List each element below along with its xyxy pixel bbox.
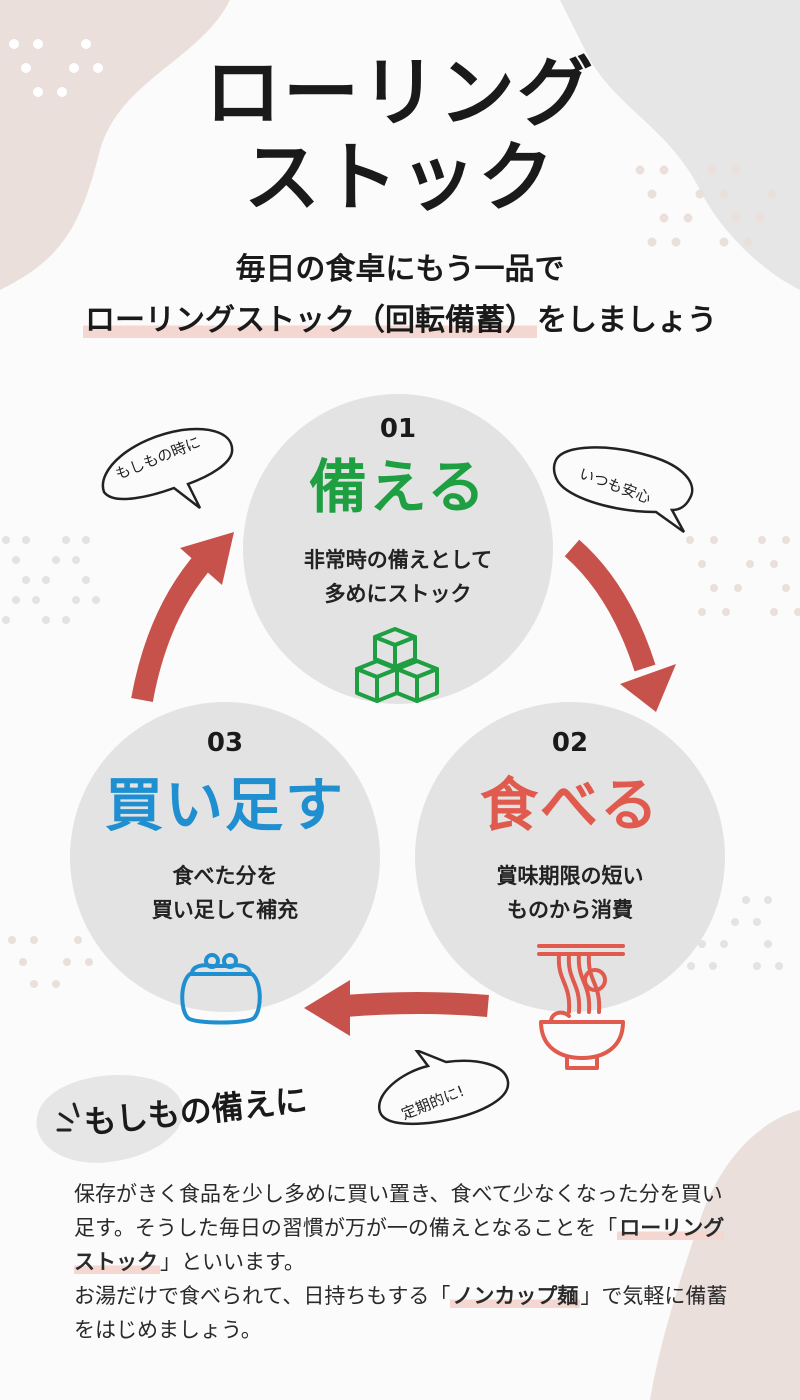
- subtitle-line-2: ローリングストック（回転備蓄）をしましょう: [0, 303, 800, 339]
- emphasis-marks-icon: [56, 1102, 80, 1132]
- highlight-noncup-noodle: ノンカップ麺: [450, 1284, 581, 1309]
- heading-blob: [36, 1074, 184, 1163]
- para2-tail: 」で気軽に備蓄をはじめましょう。: [74, 1284, 728, 1343]
- section-body: 保存がきく食品を少し多めに買い置き、食べて少なくなった分を買い足す。そうした毎日…: [74, 1177, 734, 1347]
- subtitle-highlight: ローリングストック（回転備蓄）: [83, 303, 537, 338]
- title-line-1: ローリング: [205, 48, 595, 137]
- arrow-buy-to-stock: [131, 550, 215, 702]
- corner-blob-top-left: [0, 0, 230, 290]
- para1-tail: 」といいます。: [160, 1250, 305, 1275]
- dots-top-right: [635, 165, 777, 247]
- arrowhead-1: [620, 664, 676, 712]
- step-desc-line-2: 多めにストック: [324, 581, 472, 606]
- subtitle-rest: をしましょう: [537, 303, 717, 338]
- step-desc-line-1: 非常時の備えとして: [303, 548, 493, 572]
- dots-middle-right: [686, 536, 800, 616]
- step-desc-line-2: 買い足して補充: [151, 897, 299, 922]
- para1-text: 保存がきく食品を少し多めに買い置き、食べて少なくなった分を買い足す。そうした毎日…: [74, 1182, 723, 1241]
- speech-bubble-emergency: もしもの時に: [92, 420, 242, 515]
- step-title: 食べる: [479, 771, 660, 839]
- paragraph-1: 保存がきく食品を少し多めに買い置き、食べて少なくなった分を買い足す。そうした毎日…: [74, 1177, 734, 1279]
- dots-middle-left: [2, 536, 100, 624]
- dots-top-left: [9, 39, 103, 97]
- arrow-stock-to-eat: [564, 539, 656, 672]
- stacked-boxes-icon: [355, 627, 439, 703]
- speech-bubble-reassurance: いつも安心: [550, 440, 700, 535]
- step-description: 食べた分を 買い足して補充: [70, 860, 380, 927]
- step-circle-prepare: 01 備える 非常時の備えとして 多めにストック: [243, 394, 553, 704]
- noodle-bowl-icon: [537, 944, 625, 1070]
- arrow-eat-to-buy: [344, 992, 489, 1017]
- subtitle-line-1: 毎日の食卓にもう一品で: [235, 252, 565, 287]
- step-title: 買い足す: [104, 771, 345, 839]
- step-number: 01: [379, 414, 417, 444]
- step-description: 賞味期限の短い ものから消費: [415, 860, 725, 927]
- step-title: 備える: [308, 453, 488, 521]
- para2-text: お湯だけで食べられて、日持ちもする「: [74, 1284, 451, 1309]
- step-circle-eat: 02 食べる 賞味期限の短い ものから消費: [415, 702, 725, 1070]
- step-desc-line-2: ものから消費: [507, 897, 633, 922]
- paragraph-2: お湯だけで食べられて、日持ちもする「ノンカップ麺」で気軽に備蓄をはじめましょう。: [74, 1279, 734, 1347]
- corner-blob-bottom-right: [650, 1110, 800, 1400]
- step-number: 03: [206, 728, 244, 758]
- step-description: 非常時の備えとして 多めにストック: [243, 544, 553, 611]
- step-number: 02: [551, 728, 589, 758]
- dots-bottom-left: [8, 936, 93, 988]
- coin-purse-icon: [180, 953, 262, 1025]
- title-line-2: ストック: [244, 133, 556, 222]
- arrowhead-3: [180, 532, 234, 585]
- step-desc-line-1: 食べた分を: [172, 864, 278, 888]
- step-circle-restock: 03 買い足す 食べた分を 買い足して補充: [70, 702, 380, 1025]
- arrowhead-2: [304, 980, 350, 1036]
- speech-bubble-regularly: 定期的に!: [372, 1050, 517, 1130]
- step-desc-line-1: 賞味期限の短い: [496, 864, 644, 888]
